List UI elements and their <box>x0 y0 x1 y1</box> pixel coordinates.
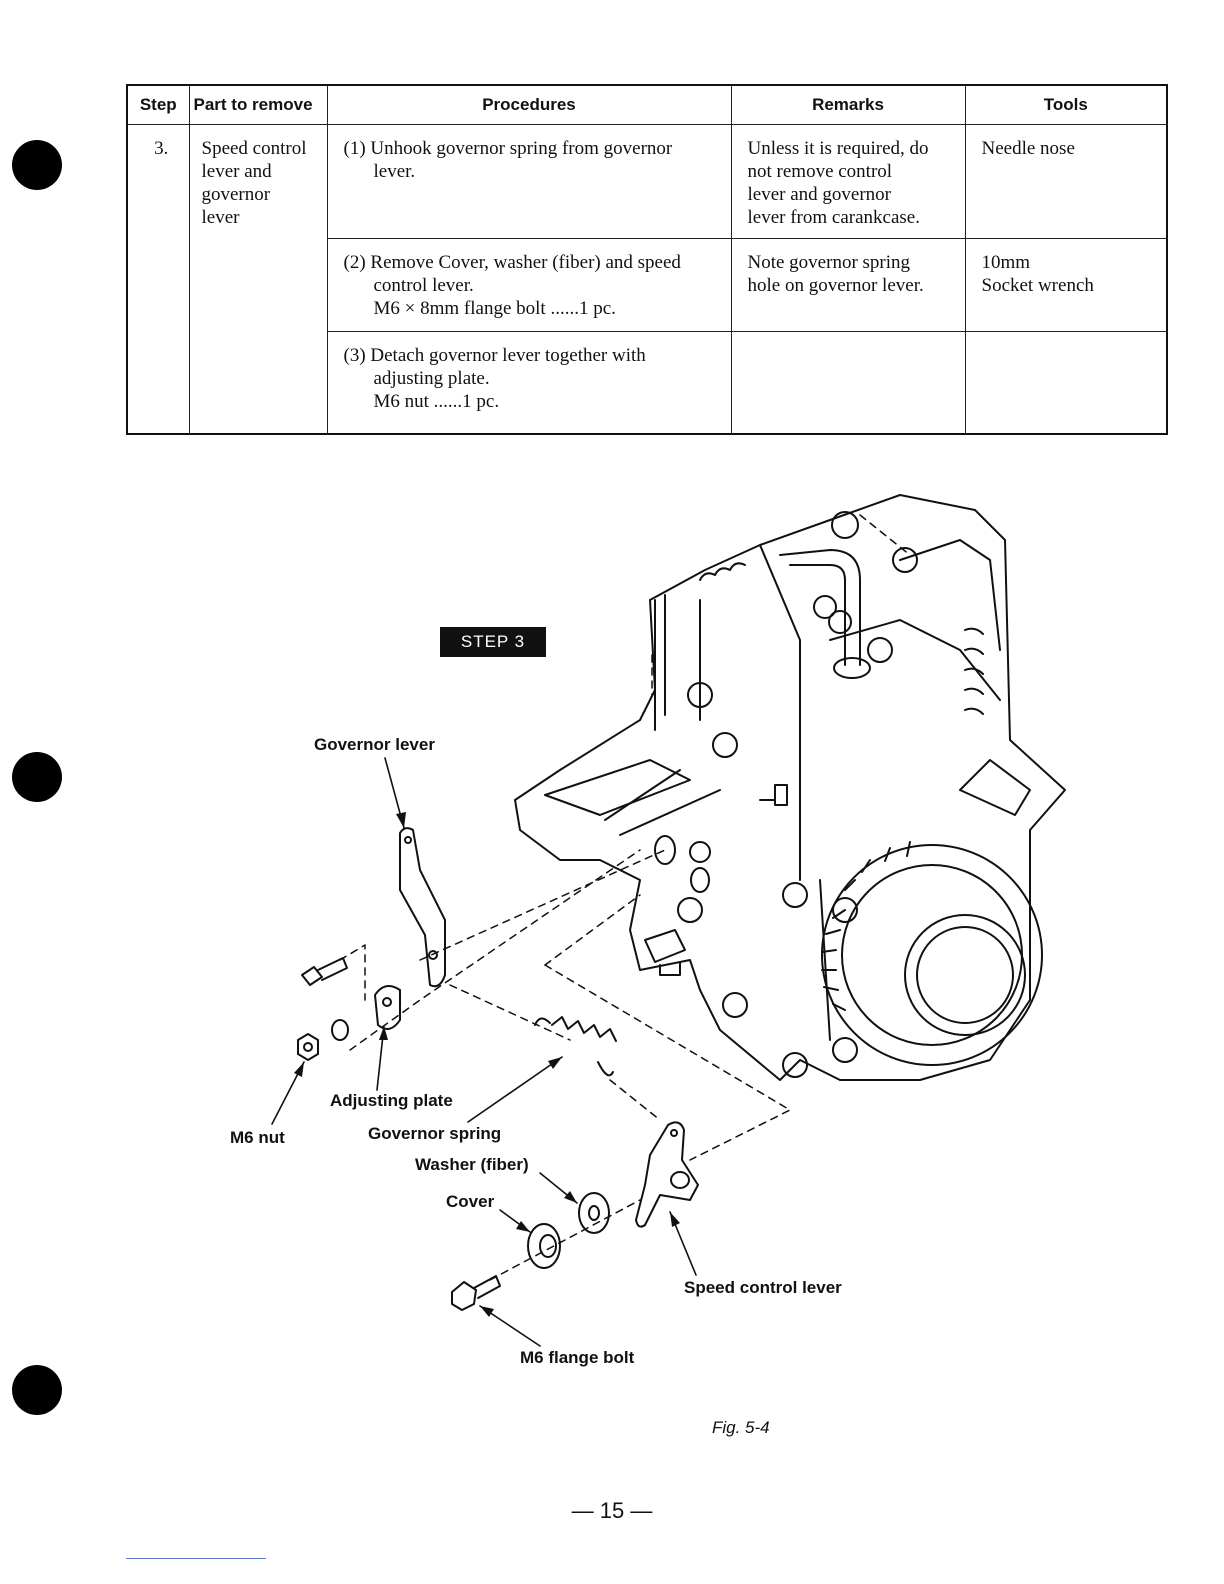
m6-nut-part <box>297 1033 319 1061</box>
page-number: — 15 — <box>571 1498 653 1523</box>
adjusting-plate-part <box>374 985 401 1030</box>
tools-3 <box>964 331 1168 434</box>
governor-lever-part <box>399 827 446 988</box>
punch-hole-middle <box>12 752 62 802</box>
header-remarks: Remarks <box>730 84 966 125</box>
step-number: 3. <box>126 124 190 434</box>
figure-caption: Fig. 5-4 <box>712 1418 770 1437</box>
label-governor-spring: Governor spring <box>368 1124 501 1143</box>
m6-bolt-part <box>301 957 348 986</box>
label-governor-lever: Governor lever <box>314 735 435 754</box>
step-badge: STEP 3 <box>440 627 546 657</box>
table-row: 3. Speed control lever and governor leve… <box>126 124 1168 434</box>
remarks-3 <box>730 331 966 434</box>
punch-hole-bottom <box>12 1365 62 1415</box>
label-cover: Cover <box>446 1192 495 1211</box>
speed-control-lever-part <box>635 1121 699 1228</box>
assembly-lines <box>339 514 911 1281</box>
procedure-2: (2) Remove Cover, washer (fiber) and spe… <box>326 238 732 332</box>
label-m6-flange-bolt: M6 flange bolt <box>520 1348 635 1367</box>
label-speed-control-lever: Speed control lever <box>684 1278 842 1297</box>
remarks-2: Note governor spring hole on governor le… <box>730 238 966 332</box>
part-to-remove: Speed control lever and governor lever <box>188 124 328 434</box>
tools-2: 10mm Socket wrench <box>964 238 1168 332</box>
procedure-1: (1) Unhook governor spring from governor… <box>326 124 732 239</box>
header-step: Step <box>126 84 190 125</box>
header-tools: Tools <box>964 84 1168 125</box>
header-part: Part to remove <box>188 84 328 125</box>
governor-spring-part <box>534 1016 617 1077</box>
label-adjusting-plate: Adjusting plate <box>330 1091 453 1110</box>
m6-flange-bolt-part <box>451 1275 501 1311</box>
cover-part <box>527 1223 561 1269</box>
washer-fiber-part <box>578 1192 610 1234</box>
table-header-row: Step Part to remove Procedures Remarks T… <box>126 84 1168 125</box>
table-row: (2) Remove Cover, washer (fiber) and spe… <box>127 238 1168 332</box>
remarks-1: Unless it is required, do not remove con… <box>730 124 966 239</box>
punch-hole-top <box>12 140 62 190</box>
procedure-3: (3) Detach governor lever together with … <box>326 331 732 434</box>
procedure-table: Step Part to remove Procedures Remarks T… <box>126 84 1168 435</box>
label-washer-fiber: Washer (fiber) <box>415 1155 529 1174</box>
engine-illustration <box>514 494 1066 1081</box>
lock-washer-part <box>331 1019 349 1041</box>
leader-lines <box>271 757 697 1347</box>
tools-1: Needle nose <box>964 124 1168 239</box>
exploded-diagram: Governor lever Adjusting plate M6 nut Go… <box>230 494 1066 1367</box>
label-m6-nut: M6 nut <box>230 1128 285 1147</box>
footer-rule <box>126 1558 266 1559</box>
header-procedures: Procedures <box>326 84 732 125</box>
table-row: (3) Detach governor lever together with … <box>127 331 1168 434</box>
